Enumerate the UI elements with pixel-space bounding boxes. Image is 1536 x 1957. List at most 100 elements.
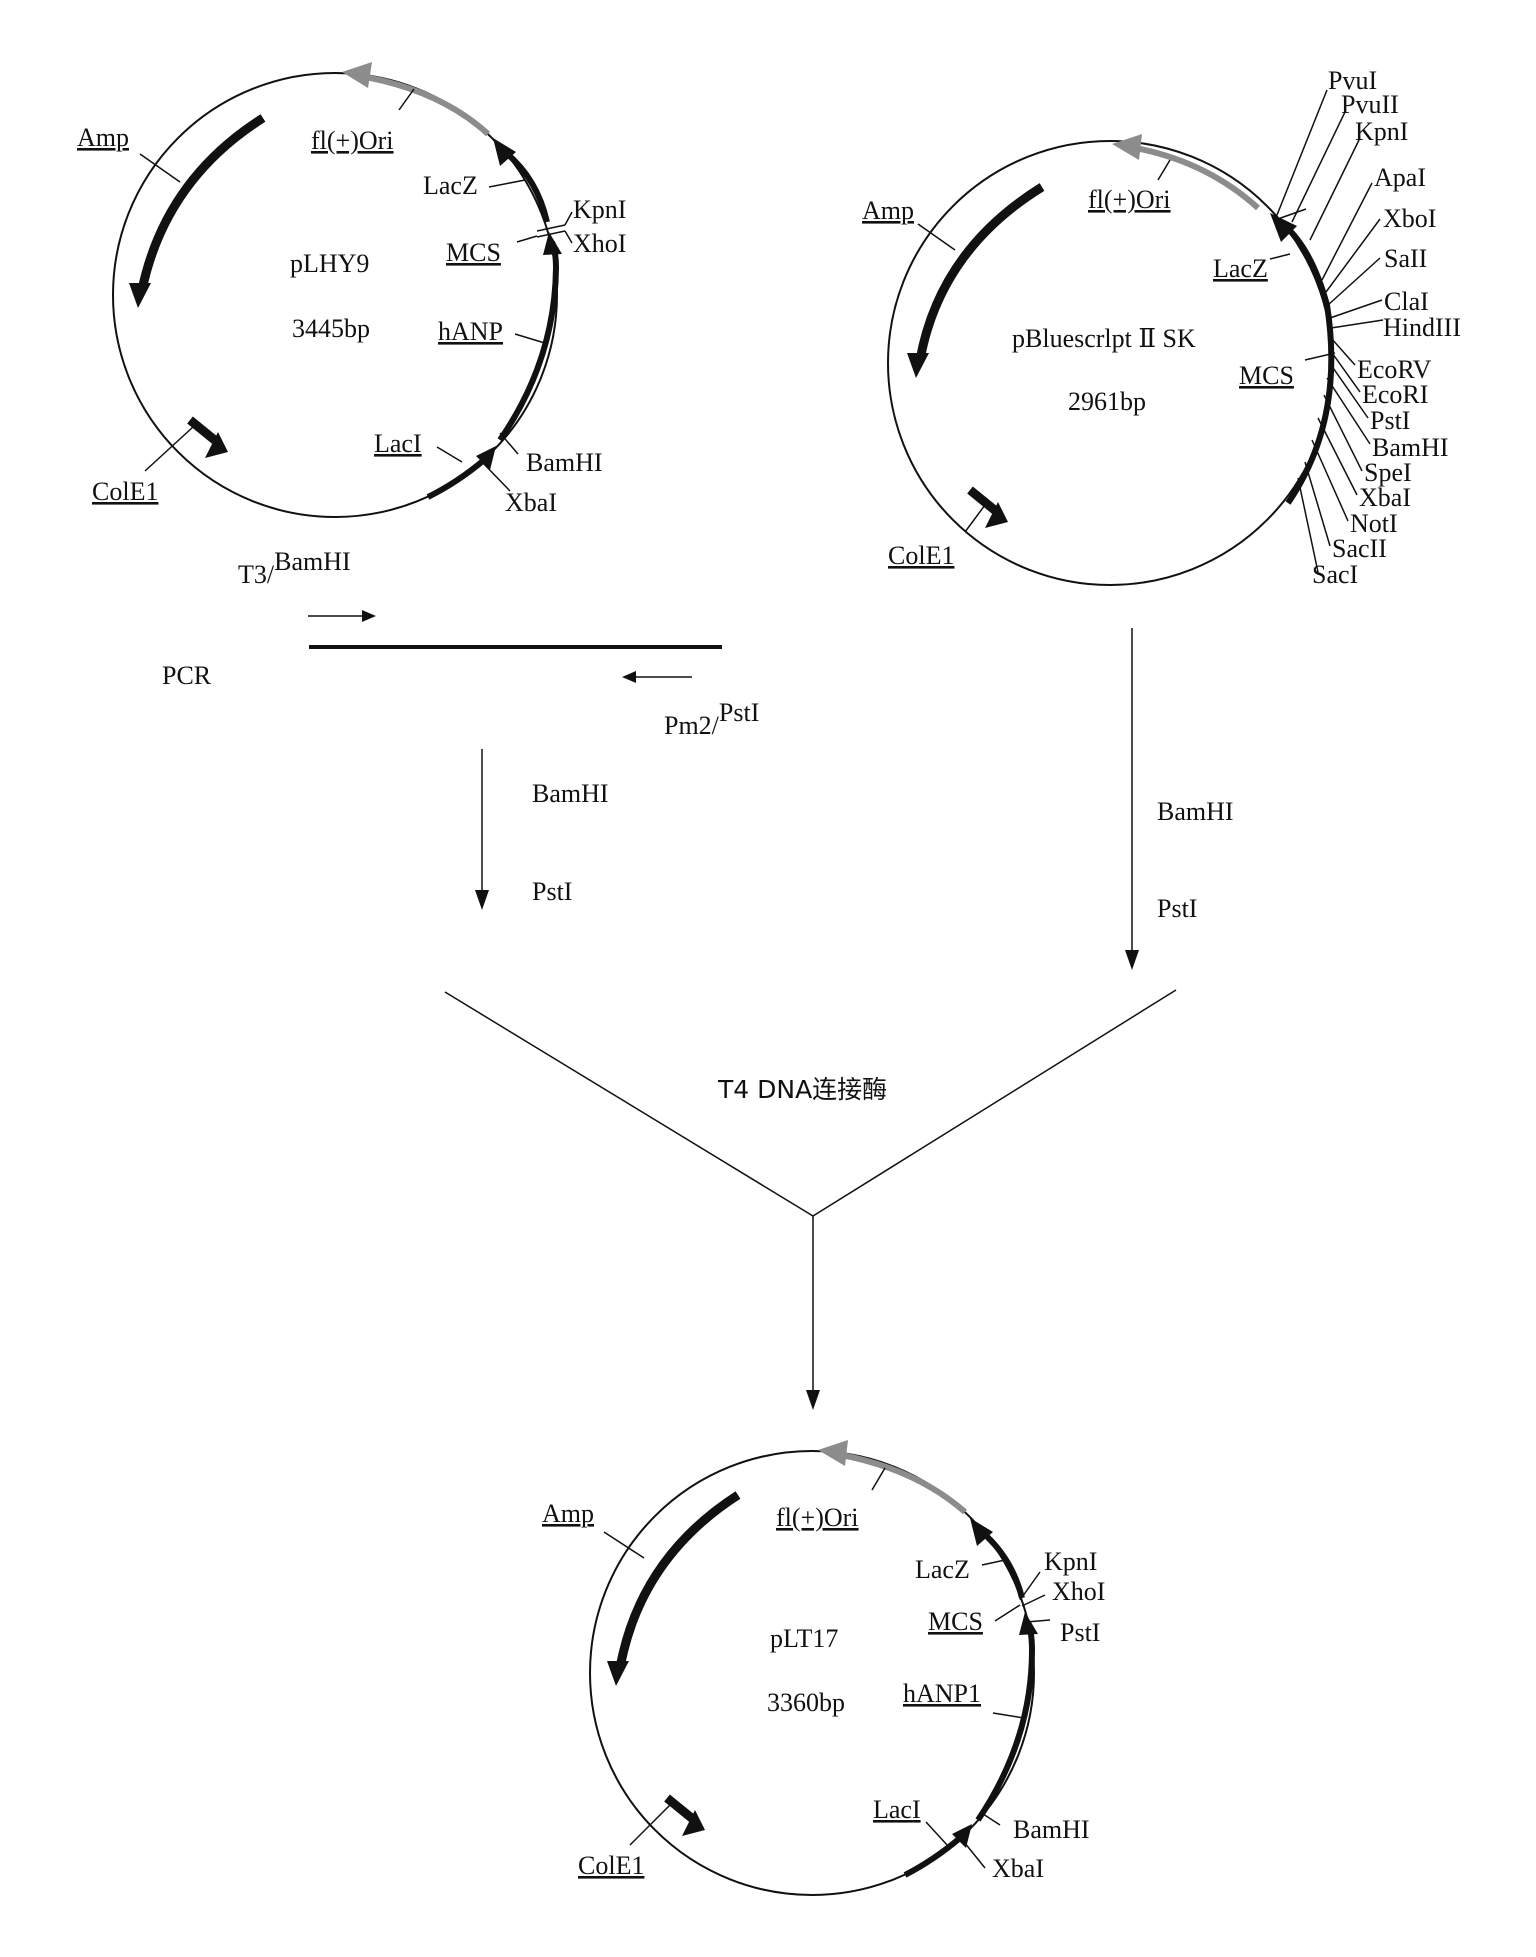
lacz-arrowhead	[970, 1518, 993, 1546]
reverse-primer-label: Pm2/PstI	[664, 698, 759, 740]
lacz-label: LacZ	[1213, 254, 1268, 283]
amp-arrowhead	[907, 353, 929, 378]
kpni-leader	[564, 211, 573, 226]
bamhi-leader	[499, 432, 519, 455]
mcs-label: MCS	[1239, 361, 1294, 390]
plasmid-pbluescript: pBluescrlpt Ⅱ SK 2961bp Amp fl(+)Ori Lac…	[862, 66, 1461, 589]
lacz-mcs-arrow	[503, 149, 550, 223]
ori-leader	[1157, 159, 1171, 181]
ligation-line-right	[812, 989, 1177, 1217]
ori-gray-arrow	[1129, 144, 1261, 211]
site-saci: SacI	[1312, 560, 1358, 589]
ligation-line-left	[444, 991, 814, 1217]
amp-arrowhead	[607, 1661, 629, 1686]
mcs-site-leaders	[1274, 89, 1384, 573]
ligation-arrowhead	[806, 1390, 820, 1410]
ligase-label: T4 DNA连接酶	[717, 1075, 887, 1104]
plasmid-plt17: pLT17 3360bp Amp fl(+)Ori LacZ MCS KpnI …	[542, 1440, 1105, 1896]
lacz-leader	[981, 1559, 1006, 1566]
plasmid-name: pLHY9	[290, 249, 369, 278]
amp-label: Amp	[542, 1499, 594, 1528]
amp-leader	[917, 223, 956, 251]
laci-arrow	[426, 457, 486, 500]
hanp-label: hANP1	[903, 1679, 981, 1708]
site-noti: NotI	[1350, 509, 1398, 538]
mcs-site-labels: PvuI PvuII KpnI ApaI XboI SaII ClaI Hind…	[1312, 66, 1461, 589]
site-pvui: PvuI	[1328, 66, 1377, 95]
ori-arrowhead	[818, 1440, 848, 1466]
site-ecorv: EcoRV	[1357, 355, 1432, 384]
site-apai: ApaI	[1374, 163, 1426, 192]
xhoi-label: XhoI	[573, 229, 626, 258]
digest-right: BamHI PstI	[1125, 628, 1234, 970]
hanp-arrowhead	[543, 232, 562, 255]
hanp-arrow	[497, 240, 560, 442]
site-saii: SaII	[1384, 244, 1427, 273]
plasmid-name: pLT17	[770, 1624, 838, 1653]
ori-gray-arrow	[835, 1451, 967, 1515]
bamhi-label: BamHI	[1013, 1815, 1090, 1844]
enzyme-bamhi-label: BamHI	[1157, 797, 1234, 826]
ori-arrowhead	[1112, 134, 1142, 160]
ori-label: fl(+)Ori	[776, 1503, 859, 1532]
lacz-label: LacZ	[423, 171, 478, 200]
plasmid-size: 3360bp	[767, 1688, 845, 1717]
amp-leader	[603, 1531, 645, 1559]
cole1-label: ColE1	[578, 1851, 644, 1880]
amp-label: Amp	[862, 196, 914, 225]
site-bamhi: BamHI	[1372, 433, 1449, 462]
bamhi-label: BamHI	[526, 448, 603, 477]
cole1-leader	[964, 504, 986, 533]
xhoi-leader	[564, 230, 573, 244]
xbai-label: XbaI	[992, 1854, 1044, 1883]
laci-label: LacI	[374, 429, 422, 458]
lacz-arrowhead	[1270, 213, 1297, 242]
plasmid-size: 3445bp	[292, 314, 370, 343]
kpni-tick	[536, 224, 566, 232]
kpni-label: KpnI	[1044, 1547, 1097, 1576]
laci-leader	[436, 446, 463, 463]
site-sacii: SacII	[1332, 534, 1387, 563]
amp-arrow	[137, 114, 266, 291]
xhoi-label: XhoI	[1052, 1577, 1105, 1606]
pcr-section: T3/BamHI PCR Pm2/PstI	[162, 547, 759, 740]
xhoi-tick	[536, 230, 566, 238]
kpni-leader	[1019, 1571, 1041, 1601]
laci-arrow	[903, 1835, 962, 1878]
plasmid-plhy9: pLHY9 3445bp Amp fl(+)Ori LacZ MCS KpnI …	[77, 62, 626, 518]
site-psti: PstI	[1370, 406, 1410, 435]
xbai-leader	[959, 1836, 986, 1869]
enzyme-psti-label: PstI	[1157, 894, 1197, 923]
psti-leader	[1025, 1619, 1051, 1623]
site-pvuii: PvuII	[1341, 90, 1399, 119]
laci-leader	[925, 1821, 949, 1847]
ori-gray-arrow	[359, 73, 491, 137]
forward-primer-arrowhead	[362, 610, 376, 622]
hanp-arrowhead	[1019, 1612, 1038, 1635]
site-hindiii: HindIII	[1383, 313, 1461, 342]
ori-leader	[398, 88, 415, 111]
ligation-step: T4 DNA连接酶	[444, 989, 1177, 1410]
hanp-label: hANP	[438, 317, 503, 346]
site-xboi: XboI	[1383, 204, 1436, 233]
cole1-label: ColE1	[92, 477, 158, 506]
amp-arrowhead	[129, 283, 151, 308]
site-clai: ClaI	[1384, 287, 1429, 316]
hanp-arrow	[975, 1620, 1036, 1822]
reverse-primer-arrowhead	[622, 671, 636, 683]
mcs-leader	[516, 235, 538, 243]
laci-arrowhead	[952, 1824, 972, 1848]
ori-label: fl(+)Ori	[1088, 185, 1171, 214]
site-xbai: XbaI	[1359, 483, 1411, 512]
cole1-arrowhead	[985, 502, 1008, 528]
laci-label: LacI	[873, 1795, 921, 1824]
cole1-arrowhead	[682, 1810, 705, 1836]
bamhi-leader	[979, 1811, 1001, 1826]
cole1-arrowhead	[205, 432, 228, 458]
digest-arrowhead	[1125, 950, 1139, 970]
amp-leader	[139, 153, 181, 183]
pcr-label: PCR	[162, 661, 212, 690]
cole1-arrow	[664, 1794, 697, 1824]
xhoi-leader	[1021, 1594, 1046, 1607]
